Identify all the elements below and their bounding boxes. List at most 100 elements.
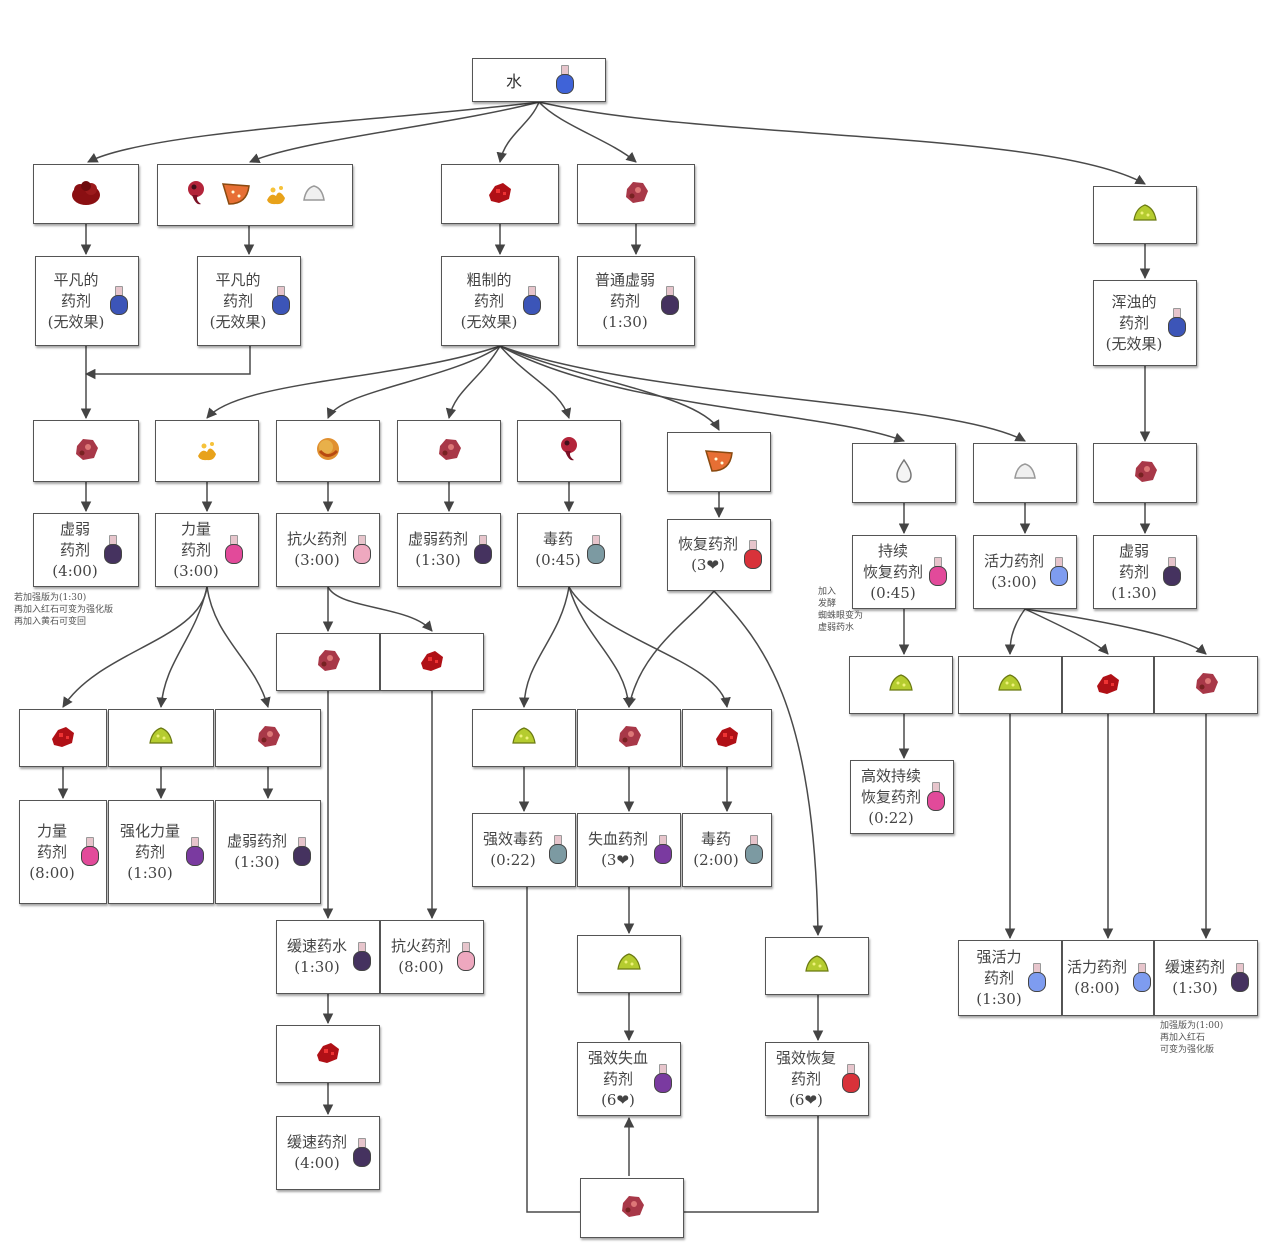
connector-arrow (499, 345, 905, 443)
potion-node-healing-2: 强效恢复药剂(6❤) (765, 1042, 869, 1116)
potion-name: 药剂 (609, 291, 640, 310)
potion-name: 抗火药剂 (390, 937, 451, 955)
potion-name: 恢复药剂 (862, 562, 923, 581)
fermented-spider-eye-icon (612, 721, 646, 755)
potion-node-poison-long: 毒药(2:00) (682, 813, 772, 887)
ingredient-box (765, 937, 869, 995)
potion-name: 平凡的 (215, 270, 261, 289)
potion-name: 虚弱药剂 (407, 530, 468, 548)
potion-duration: (1:30) (976, 989, 1022, 1008)
potion-name: 药剂 (36, 842, 67, 861)
connector-arrow (156, 586, 208, 709)
fermented-spider-eye-icon (432, 434, 466, 468)
potion-bottle-icon (1162, 557, 1181, 587)
potion-name: 普通虚弱 (594, 270, 655, 289)
ingredient-box (276, 633, 380, 691)
potion-node-weakness: 虚弱药剂(1:30) (1093, 535, 1197, 609)
ingredient-box (19, 709, 107, 767)
connector-arrow (499, 345, 572, 419)
potion-bottle-icon (1231, 963, 1249, 993)
ingredient-box (580, 1178, 684, 1238)
potion-name: 强效失血 (587, 1048, 648, 1067)
potion-name: 强效毒药 (482, 830, 543, 848)
potion-duration: (3:00) (173, 561, 219, 580)
potion-duration: (4:00) (294, 1154, 340, 1172)
potion-bottle-icon (654, 835, 672, 865)
potion-node-healing: 恢复药剂(3❤) (667, 519, 771, 591)
connector-line (684, 1116, 819, 1213)
potion-name: 药剂 (180, 540, 211, 559)
potion-name: 强化力量 (119, 821, 180, 840)
connector-arrow (499, 345, 720, 431)
magma-cream-icon (313, 434, 343, 468)
potion-node-fire-resistance: 抗火药剂(3:00) (276, 513, 380, 587)
potion-node-mundane-2: 平凡的药剂(无效果) (197, 256, 301, 346)
potion-name: 虚弱 (1118, 541, 1149, 560)
potion-duration: (8:00) (398, 958, 444, 976)
ingredient-box (577, 164, 695, 224)
connector-arrow (249, 101, 540, 164)
potion-bottle-icon (186, 837, 204, 867)
potion-name: 虚弱 (59, 519, 90, 538)
ingredient-box (682, 709, 772, 767)
ingredient-box (380, 633, 484, 691)
ingredient-box (276, 420, 380, 482)
potion-node-weakness: 虚弱药剂(1:30) (397, 513, 501, 587)
potion-bottle-icon (1168, 308, 1187, 338)
connector-arrow (496, 101, 540, 164)
ingredient-box (33, 164, 139, 224)
potion-node-weakness: 虚弱药剂(1:30) (215, 800, 321, 904)
potion-node-strength-2: 强化力量药剂(1:30) (108, 800, 214, 904)
potion-node-regeneration-2: 高效持续恢复药剂(0:22) (850, 760, 954, 834)
potion-name: 恢复药剂 (677, 535, 738, 553)
connector-arrow (62, 586, 208, 708)
ingredient-box (1093, 443, 1197, 503)
ingredient-box (155, 420, 259, 482)
glowstone-dust-icon (614, 947, 644, 981)
ingredient-box (1093, 186, 1197, 244)
fermented-spider-eye-icon (619, 177, 653, 211)
potion-name: 失血药剂 (587, 830, 648, 848)
potion-name: 活力药剂 (1066, 958, 1127, 976)
potion-name: 毒药 (542, 530, 573, 548)
glowstone-dust-icon (146, 721, 176, 755)
connector-arrow (568, 586, 634, 709)
potion-name: 缓速药剂 (1164, 958, 1225, 976)
potion-name: 浑浊的 (1111, 292, 1157, 311)
connector-arrow (1024, 608, 1207, 655)
redstone-icon (483, 177, 517, 211)
fermented-spider-eye-icon (615, 1191, 649, 1225)
potion-name: 强活力 (976, 947, 1022, 966)
water-node: 水 (472, 58, 606, 102)
ingredient-box (973, 443, 1077, 503)
glowstone-dust-icon (1130, 198, 1160, 232)
potion-duration: (3:00) (991, 573, 1037, 591)
potion-name: 药剂 (790, 1069, 821, 1088)
redstone-icon (710, 721, 744, 755)
potion-name: 虚弱药剂 (226, 832, 287, 850)
potion-node-slowness-long: 缓速药剂(4:00) (276, 1116, 380, 1190)
fermented-spider-eye-icon (1128, 456, 1162, 490)
fermented-spider-eye-icon (1189, 668, 1223, 702)
potion-bottle-icon (744, 540, 762, 570)
potion-duration: (3:00) (294, 551, 340, 569)
ingredient-box (852, 443, 956, 503)
potion-name: 粗制的 (466, 270, 512, 289)
ingredient-box (849, 656, 953, 714)
potion-bottle-icon (744, 835, 763, 865)
potion-node-fire-resistance-long: 抗火药剂 (8:00) (380, 920, 484, 994)
connector-arrow (206, 586, 271, 709)
potion-name: 药剂 (473, 291, 504, 310)
potion-name: 缓速药水 (286, 937, 347, 955)
potion-duration: (6❤) (789, 1090, 823, 1109)
potion-duration: (0:45) (535, 551, 581, 569)
blaze-powder-icon (261, 178, 291, 212)
potion-duration: (1:30) (602, 312, 648, 331)
spider-eye-icon (554, 434, 584, 468)
potion-node-poison-2: 强效毒药 (0:22) (472, 813, 576, 887)
glowstone-dust-icon (509, 721, 539, 755)
potion-duration: (0:22) (490, 851, 536, 869)
connector-arrow (87, 101, 540, 163)
potion-name: 药剂 (60, 291, 91, 310)
